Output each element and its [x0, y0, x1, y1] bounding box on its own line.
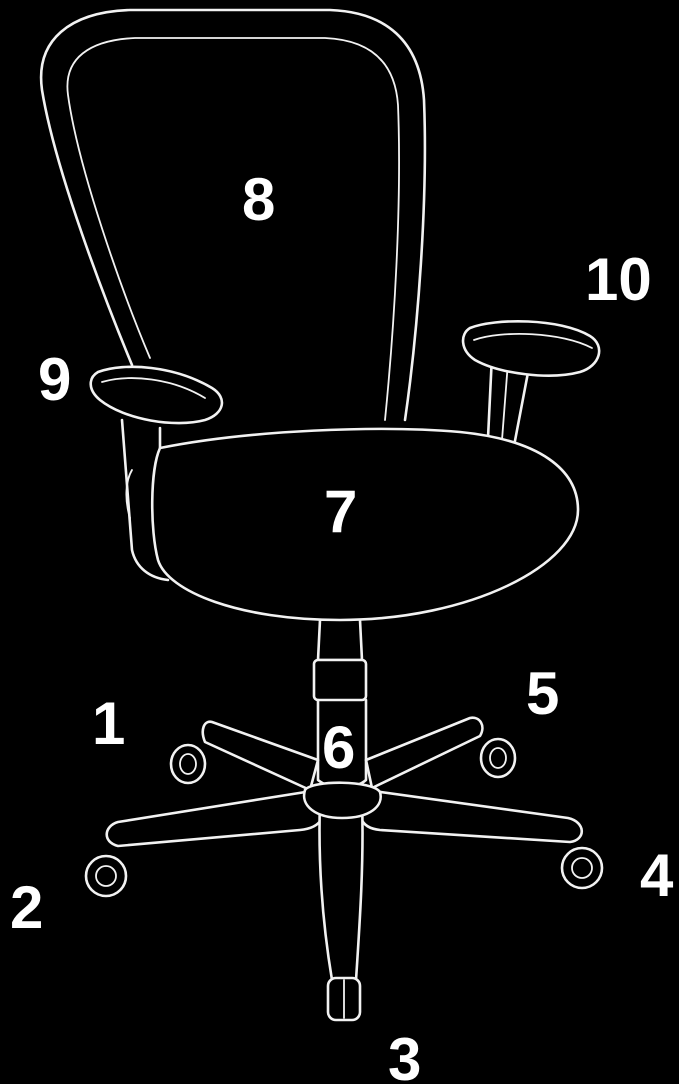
backrest	[41, 10, 425, 420]
right-armrest	[463, 321, 599, 446]
label-6: 6	[322, 714, 355, 781]
label-4: 4	[640, 842, 674, 909]
caster-1	[171, 745, 205, 783]
caster-4	[562, 848, 602, 888]
seat	[152, 429, 578, 620]
label-2: 2	[10, 874, 43, 941]
label-10: 10	[585, 246, 652, 313]
label-5: 5	[526, 660, 559, 727]
caster-3	[328, 978, 360, 1020]
label-1: 1	[92, 690, 125, 757]
label-3: 3	[388, 1026, 421, 1084]
caster-5	[481, 739, 515, 777]
label-9: 9	[38, 346, 71, 413]
caster-2	[86, 856, 126, 896]
label-7: 7	[324, 478, 357, 545]
label-8: 8	[242, 166, 275, 233]
